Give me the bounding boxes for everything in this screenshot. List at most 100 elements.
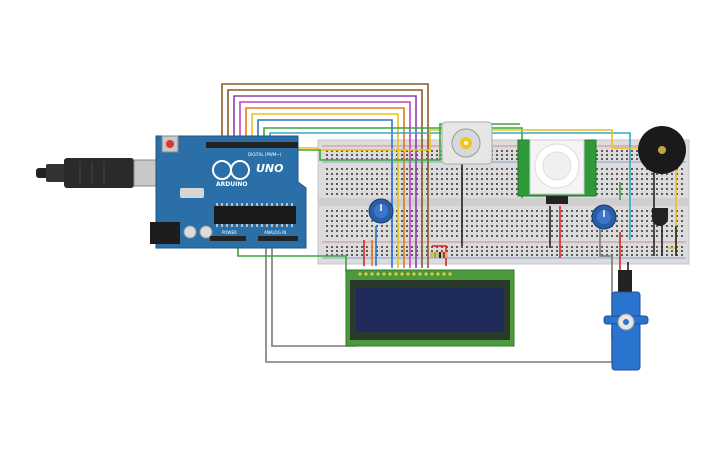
breadboard-hole	[381, 178, 383, 180]
breadboard-hole	[336, 235, 338, 237]
breadboard-hole	[646, 215, 648, 217]
breadboard-hole	[481, 246, 483, 248]
breadboard-hole	[371, 158, 373, 160]
potentiometer-right[interactable]	[591, 204, 617, 230]
breadboard-hole	[356, 246, 358, 248]
breadboard-hole	[386, 246, 388, 248]
breadboard-hole	[406, 235, 408, 237]
breadboard-hole	[616, 173, 618, 175]
breadboard-hole	[626, 235, 628, 237]
breadboard-hole	[541, 220, 543, 222]
breadboard-hole	[596, 158, 598, 160]
breadboard-hole	[676, 246, 678, 248]
breadboard-hole	[431, 158, 433, 160]
breadboard-hole	[651, 188, 653, 190]
chip-pin	[266, 203, 268, 206]
breadboard-hole	[476, 225, 478, 227]
breadboard-hole	[631, 150, 633, 152]
breadboard-hole	[376, 178, 378, 180]
breadboard-hole	[336, 188, 338, 190]
breadboard-hole	[411, 246, 413, 248]
breadboard-hole	[436, 220, 438, 222]
breadboard-hole	[351, 220, 353, 222]
breadboard-hole	[596, 168, 598, 170]
breadboard-hole	[606, 178, 608, 180]
breadboard-hole	[606, 168, 608, 170]
breadboard-hole	[431, 188, 433, 190]
breadboard-hole	[501, 220, 503, 222]
chip-pin	[261, 203, 263, 206]
breadboard-hole	[406, 254, 408, 256]
breadboard-hole	[671, 173, 673, 175]
resistor	[430, 252, 448, 258]
breadboard-hole	[346, 158, 348, 160]
breadboard-hole	[466, 254, 468, 256]
lcd-pin	[388, 272, 392, 276]
breadboard-hole	[486, 215, 488, 217]
breadboard-hole	[326, 173, 328, 175]
breadboard-hole	[481, 178, 483, 180]
breadboard-hole	[631, 230, 633, 232]
wire-yellow-1	[251, 113, 399, 268]
breadboard-hole	[551, 210, 553, 212]
breadboard-hole	[616, 225, 618, 227]
breadboard-hole	[366, 188, 368, 190]
breadboard-hole	[346, 178, 348, 180]
breadboard-hole	[406, 150, 408, 152]
breadboard-hole	[521, 246, 523, 248]
breadboard-hole	[676, 250, 678, 252]
breadboard-hole	[641, 230, 643, 232]
breadboard-hole	[386, 158, 388, 160]
breadboard-hole	[336, 215, 338, 217]
breadboard-hole	[401, 178, 403, 180]
breadboard-hole	[491, 235, 493, 237]
breadboard-hole	[381, 173, 383, 175]
wire-blue-1	[257, 119, 393, 268]
breadboard-hole	[681, 215, 683, 217]
breadboard-hole	[616, 210, 618, 212]
breadboard-hole	[586, 210, 588, 212]
breadboard-hole	[456, 225, 458, 227]
breadboard-hole	[631, 193, 633, 195]
breadboard-hole	[641, 183, 643, 185]
chip-pin	[216, 203, 218, 206]
breadboard-hole	[501, 188, 503, 190]
breadboard-hole	[606, 188, 608, 190]
breadboard-hole	[386, 178, 388, 180]
breadboard-hole	[526, 254, 528, 256]
potentiometer-left[interactable]	[368, 198, 394, 224]
breadboard-hole	[576, 246, 578, 248]
breadboard-hole	[386, 254, 388, 256]
breadboard-hole	[371, 154, 373, 156]
breadboard-hole	[496, 250, 498, 252]
breadboard-hole	[541, 254, 543, 256]
breadboard-hole	[601, 183, 603, 185]
digital-header	[206, 142, 298, 148]
breadboard-hole	[571, 254, 573, 256]
breadboard-hole	[451, 173, 453, 175]
breadboard-hole	[636, 235, 638, 237]
breadboard-hole	[436, 158, 438, 160]
breadboard-hole	[631, 225, 633, 227]
breadboard-hole	[426, 193, 428, 195]
breadboard-hole	[331, 215, 333, 217]
breadboard-hole	[331, 158, 333, 160]
breadboard-hole	[571, 225, 573, 227]
breadboard-hole	[381, 183, 383, 185]
breadboard-hole	[611, 193, 613, 195]
breadboard-hole	[416, 173, 418, 175]
breadboard-hole	[646, 246, 648, 248]
breadboard-hole	[371, 230, 373, 232]
breadboard-hole	[416, 230, 418, 232]
breadboard-hole	[621, 193, 623, 195]
breadboard-hole	[486, 254, 488, 256]
breadboard-hole	[516, 225, 518, 227]
reset-button[interactable]	[166, 140, 174, 148]
breadboard-hole	[621, 158, 623, 160]
breadboard-hole	[596, 154, 598, 156]
breadboard-hole	[501, 150, 503, 152]
breadboard-hole	[626, 250, 628, 252]
breadboard-hole	[506, 250, 508, 252]
breadboard-hole	[631, 183, 633, 185]
